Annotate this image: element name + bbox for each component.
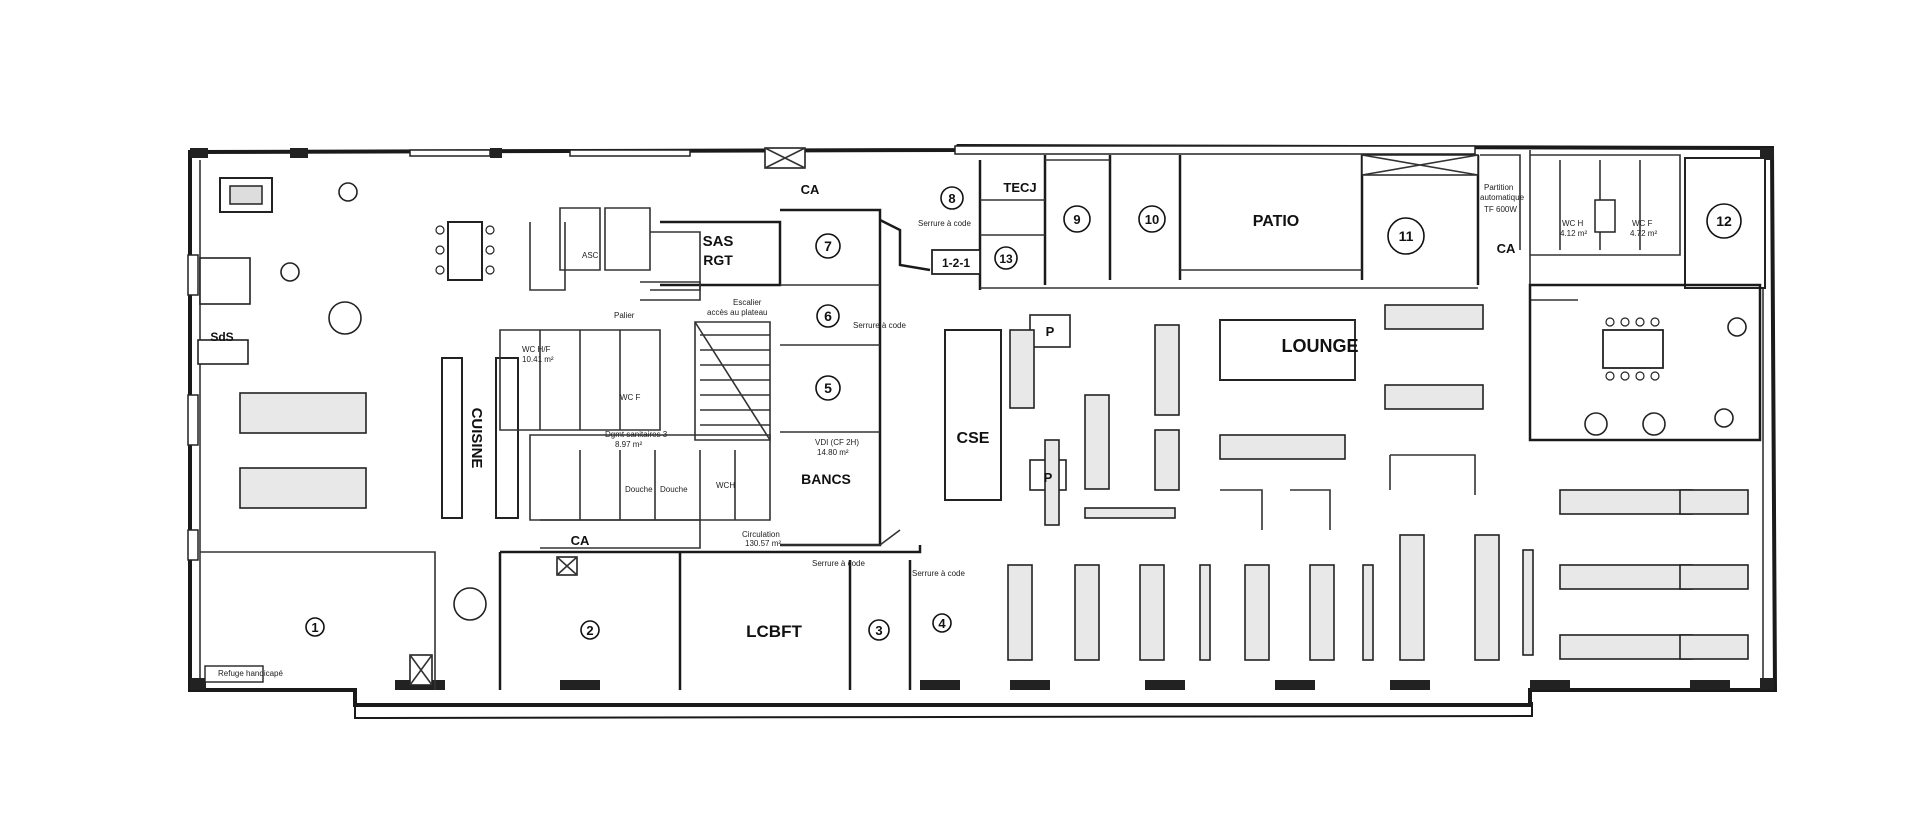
rgt-label: RGT [703,252,733,268]
sds-label: SdS [210,330,233,344]
p-label-1: P [1046,324,1055,339]
dgmt-area: 8.97 m² [615,440,642,449]
cafeteria-zone [197,177,519,690]
patio-label: PATIO [1253,213,1300,230]
room-labels: SAS RGT CUISINE LOUNGE PATIO LCBFT CSE B… [210,180,1657,678]
room-number-12: 12 [1716,213,1732,229]
lounge-label: LOUNGE [1281,336,1358,356]
room-number-7: 7 [824,238,832,254]
cuisine-label: CUISINE [468,408,485,469]
room-number-5: 5 [824,380,832,396]
serrure-label-4: Serrure à code [912,569,965,578]
palier-label: Palier [614,311,635,320]
room-1-2-1-label: 1-2-1 [942,256,970,270]
room-number-4: 4 [938,616,946,631]
partition-label-2: automatique [1480,193,1525,202]
tecj-label: TECJ [1003,180,1036,195]
serrure-label-3: Serrure à code [812,559,865,568]
desk-cluster-lower [1007,439,1749,661]
p-label-2: P [1044,470,1053,485]
asc-label: ASC [582,251,599,260]
acces-label: accès au plateau [707,308,768,317]
wcf2-area: 4.72 m² [1630,229,1657,238]
wc-f-label: WC F [620,393,641,402]
ca-label-2: CA [571,533,590,548]
escalier-label: Escalier [733,298,762,307]
central-core [498,207,931,690]
ca-label-3: CA [1497,241,1516,256]
room-number-10: 10 [1145,212,1159,227]
wch2-area: 4.12 m² [1560,229,1587,238]
partition-label-1: Partition [1484,183,1513,192]
serrure-label-1: Serrure à code [853,321,906,330]
room-number-13: 13 [999,252,1013,266]
sas-label: SAS [703,233,734,250]
room-number-2: 2 [586,623,593,638]
bancs-label: BANCS [801,471,851,487]
serrure-label-2: Serrure à code [918,219,971,228]
room-number-1: 1 [311,620,318,635]
desk-cluster-upper [1009,304,1484,530]
lcbft-label: LCBFT [746,622,802,641]
room-number-9: 9 [1073,212,1080,227]
ca-label-1: CA [801,182,820,197]
room-number-6: 6 [824,308,832,324]
douche-label-2: Douche [660,485,688,494]
room-number-3: 3 [875,623,882,638]
circulation-label: Circulation [742,530,780,539]
circulation-area: 130.57 m² [745,539,781,548]
dgmt-label: Dgmt sanitaires 3 [605,430,668,439]
vdi-area: 14.80 m² [817,448,849,457]
partition-label-3: TF 600W [1484,205,1517,214]
wch-label: WCH [716,481,735,490]
wcf2-label: WC F [1632,219,1653,228]
room-number-8: 8 [948,191,955,206]
vdi-label: VDI (CF 2H) [815,438,859,447]
douche-label-1: Douche [625,485,653,494]
outer-walls [187,143,1778,720]
top-rooms [944,150,1766,501]
room-number-11: 11 [1399,228,1414,244]
wch2-label: WC H [1562,219,1584,228]
room-numbers: 1 2 3 4 5 6 7 8 9 10 11 12 13 1-2-1 [305,186,1742,641]
cse-label: CSE [957,430,990,447]
wc-hf-area: 10.41 m² [522,355,554,364]
wc-hf-label: WC H/F [522,345,551,354]
refuge-label: Refuge handicapé [218,669,283,678]
